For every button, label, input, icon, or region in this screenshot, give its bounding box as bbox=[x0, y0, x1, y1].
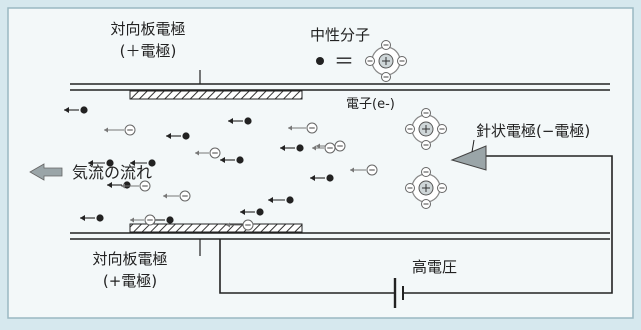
particle-group bbox=[64, 106, 378, 231]
ion-particle bbox=[310, 174, 334, 182]
electron-particle bbox=[312, 142, 336, 154]
needle-electrode-label: 針状電極(−電極) bbox=[476, 122, 590, 140]
neutral-molecule-icon bbox=[365, 40, 407, 82]
ion-particle bbox=[228, 117, 252, 125]
electron-particle bbox=[226, 219, 254, 231]
ion-particle bbox=[88, 159, 114, 167]
bottom-electrode-sign: (+電極) bbox=[103, 272, 157, 290]
electron-particle bbox=[195, 147, 221, 159]
ion-particle bbox=[280, 144, 304, 152]
molecule-group bbox=[405, 108, 447, 209]
circuit-wire bbox=[219, 155, 613, 294]
electron-particle bbox=[163, 190, 191, 202]
ion-particle bbox=[130, 159, 156, 167]
top-electrode bbox=[70, 70, 610, 100]
molecule-dot-icon bbox=[316, 57, 324, 65]
airflow-arrow-icon bbox=[29, 163, 63, 181]
electron-particle bbox=[104, 124, 136, 136]
needle-electrode-icon bbox=[450, 145, 487, 171]
electron-particle bbox=[288, 122, 318, 134]
equals-sign: ＝ bbox=[334, 49, 354, 73]
bottom-electrode bbox=[70, 223, 610, 256]
high-voltage-label: 高電圧 bbox=[412, 258, 457, 276]
ion-particle bbox=[240, 208, 264, 216]
molecule-2 bbox=[405, 167, 447, 209]
bottom-electrode-label: 対向板電極 bbox=[92, 250, 167, 268]
ion-particle bbox=[80, 214, 104, 222]
electron-particle bbox=[350, 164, 378, 176]
airflow-label: 気流の流れ bbox=[72, 163, 152, 182]
ion-particle bbox=[268, 196, 294, 204]
electron-label: 電子(e-) bbox=[346, 97, 395, 112]
battery-icon bbox=[393, 278, 404, 308]
top-electrode-label: 対向板電極 bbox=[110, 20, 185, 38]
ion-particle bbox=[107, 181, 131, 189]
electron-particle bbox=[121, 180, 151, 192]
legend-atom-glyph bbox=[365, 40, 407, 82]
molecule-1 bbox=[405, 108, 447, 150]
electron-particle bbox=[130, 214, 156, 226]
ion-particle bbox=[166, 132, 190, 140]
neutral-molecule-label: 中性分子 bbox=[310, 26, 370, 44]
ion-particle bbox=[64, 106, 88, 114]
ion-particle bbox=[220, 156, 244, 164]
top-electrode-sign: (＋電極) bbox=[120, 42, 177, 60]
